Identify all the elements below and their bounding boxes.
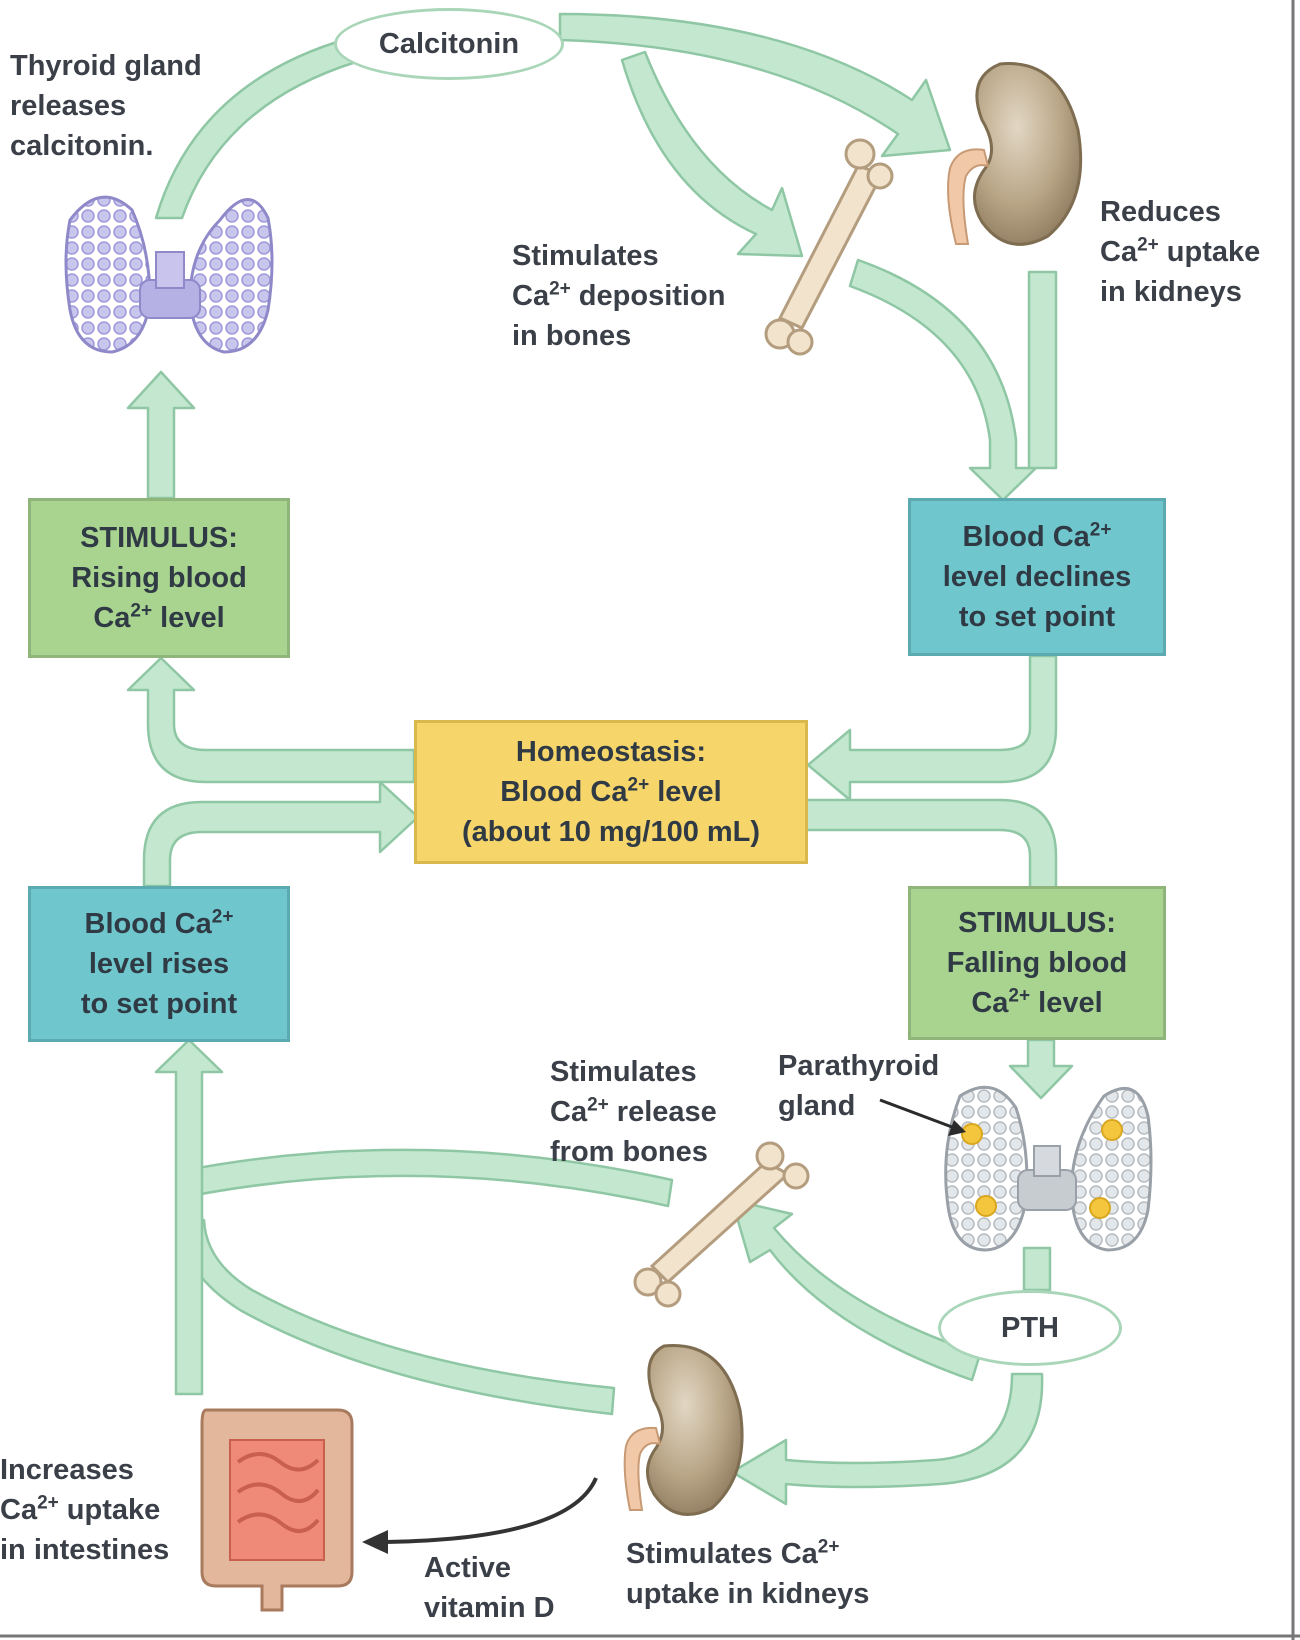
homeostasis-line1: Homeostasis: <box>515 736 707 768</box>
level-declines-line1: Blood Ca2+ <box>962 519 1112 553</box>
arrow-kidney-down <box>1027 270 1058 470</box>
level-rises-line3: to set point <box>80 988 238 1020</box>
stimulus-rising-line1: STIMULUS: <box>80 522 238 554</box>
level-rises-line1: Blood Ca2+ <box>84 906 234 940</box>
arrow-stimulus-to-thyroid <box>126 370 196 500</box>
stimulus-rising-box: STIMULUS: Rising blood Ca2+ level <box>28 498 290 658</box>
calcitonin-label: Calcitonin <box>378 27 520 60</box>
bone-illustration-bottom <box>633 1141 810 1308</box>
arrow-pth-to-kidney <box>730 1372 1044 1506</box>
homeostasis-line3: (about 10 mg/100 mL) <box>461 816 761 848</box>
stimulus-falling-line3: Ca2+ level <box>971 985 1103 1019</box>
arrow-falling-stimulus-to-parathyroid <box>1008 1038 1074 1100</box>
stimulus-falling-line2: Falling blood <box>946 947 1128 979</box>
homeostasis-line2: Blood Ca2+ level <box>500 774 722 808</box>
bone-illustration-top <box>764 138 894 356</box>
stimulus-rising-line3: Ca2+ level <box>93 600 225 634</box>
arrow-kidney-to-left-column <box>178 1218 616 1416</box>
intestines-illustration <box>200 1408 354 1612</box>
release-from-bones-label: Stimulates Ca2+ release from bones <box>550 1056 717 1168</box>
stimulus-rising-line2: Rising blood <box>71 562 247 594</box>
vitamin-d-label: Active vitamin D <box>424 1552 555 1624</box>
level-declines-box: Blood Ca2+ level declines to set point <box>908 498 1166 656</box>
thyroid-gland-illustration <box>64 195 274 354</box>
arrow-parathyroid-to-pth <box>1022 1246 1052 1292</box>
parathyroid-label: Parathyroid gland <box>778 1050 940 1122</box>
deposition-label: Stimulates Ca2+ deposition in bones <box>512 240 726 352</box>
stimulus-falling-box: STIMULUS: Falling blood Ca2+ level <box>908 886 1166 1040</box>
arrow-calcitonin-to-kidney <box>558 12 952 158</box>
thyroid-releases-label: Thyroid gland releases calcitonin. <box>10 50 202 162</box>
arrow-bone-to-declines <box>848 258 1038 502</box>
level-declines-line3: to set point <box>958 601 1116 633</box>
kidney-illustration-top <box>947 62 1083 246</box>
arrow-left-column-to-rises <box>154 1038 224 1396</box>
kidney-uptake-label: Stimulates Ca2+ uptake in kidneys <box>626 1536 870 1610</box>
homeostasis-box: Homeostasis: Blood Ca2+ level (about 10 … <box>414 720 808 864</box>
level-rises-box: Blood Ca2+ level rises to set point <box>28 886 290 1042</box>
intestines-uptake-label: Increases Ca2+ uptake in intestines <box>0 1454 170 1566</box>
level-rises-line2: level rises <box>88 948 230 980</box>
stimulus-falling-line1: STIMULUS: <box>958 907 1116 939</box>
arrow-homeostasis-to-falling-stimulus <box>804 798 1058 890</box>
reduces-uptake-label: Reduces Ca2+ uptake in kidneys <box>1100 196 1261 308</box>
arrow-rises-to-homeostasis <box>142 780 420 888</box>
vitamin-d-arrow <box>362 1477 598 1554</box>
arrow-declines-to-homeostasis <box>806 654 1058 802</box>
arrow-homeostasis-to-rising-stimulus <box>126 656 416 784</box>
kidney-illustration-bottom <box>623 1344 744 1516</box>
calcitonin-oval: Calcitonin <box>334 8 564 80</box>
pth-label: PTH <box>1001 1311 1059 1344</box>
arrow-calcitonin-to-bone <box>620 50 804 258</box>
level-declines-line2: level declines <box>942 561 1132 593</box>
parathyroid-leader-line <box>879 1098 966 1136</box>
pth-oval: PTH <box>938 1290 1122 1366</box>
parathyroid-gland-illustration <box>944 1086 1153 1252</box>
arrow-pth-to-bone <box>730 1198 982 1382</box>
